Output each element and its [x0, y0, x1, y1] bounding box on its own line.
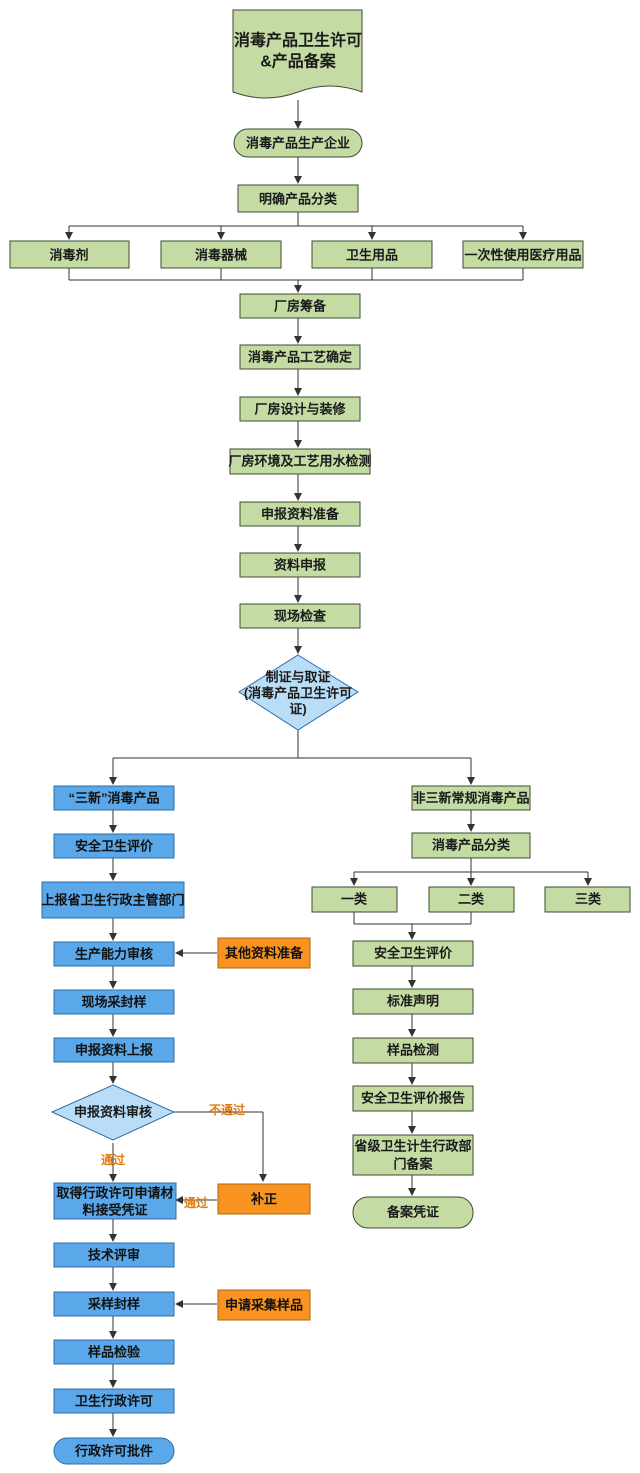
left-step: 技术评审: [53, 1242, 175, 1268]
main-step: 厂房筹备: [239, 293, 361, 319]
other-docs-node: 其他资料准备: [217, 937, 311, 969]
title-line-1: 消毒产品卫生许可: [234, 31, 362, 50]
connectors: [65, 100, 592, 1437]
main-step: 现场检查: [239, 603, 361, 629]
left-branch-head: “三新”消毒产品: [53, 785, 175, 811]
main-step: 申报资料准备: [239, 501, 361, 527]
svg-text:消毒产品工艺确定: 消毒产品工艺确定: [248, 350, 352, 365]
svg-text:其他资料准备: 其他资料准备: [225, 946, 304, 961]
label-fail: 不通过: [209, 1102, 245, 1117]
svg-text:省级卫生计生行政部: 省级卫生计生行政部: [353, 1139, 471, 1154]
right-branch-head: 非三新常规消毒产品: [411, 785, 531, 811]
accept-node: 取得行政许可申请材 料接受凭证: [53, 1182, 177, 1220]
left-step: 安全卫生评价: [53, 833, 175, 859]
class-node: 二类: [428, 886, 515, 913]
decision-node: 制证与取证 (消毒产品卫生许可 证): [238, 654, 359, 731]
right-step: 安全卫生评价: [352, 940, 474, 967]
left-step: 上报省卫生行政主管部门: [41, 881, 185, 919]
svg-text:安全卫生评价报告: 安全卫生评价报告: [361, 1091, 465, 1106]
category-node: 消毒器械: [160, 240, 282, 269]
svg-text:采样封样: 采样封样: [87, 1297, 140, 1312]
sample-request-node: 申请采集样品: [217, 1289, 311, 1321]
right-step: 样品检测: [352, 1037, 474, 1064]
svg-text:卫生行政许可: 卫生行政许可: [75, 1394, 153, 1409]
svg-text:(消毒产品卫生许可: (消毒产品卫生许可: [244, 686, 352, 701]
main-step: 厂房环境及工艺用水检测: [228, 448, 372, 475]
title-line-2: &产品备案: [260, 52, 337, 71]
left-end-node: 行政许可批件: [53, 1437, 175, 1465]
label-pass-2: 通过: [184, 1195, 208, 1210]
svg-text:三类: 三类: [575, 892, 602, 907]
svg-text:厂房筹备: 厂房筹备: [274, 299, 327, 314]
svg-text:行政许可批件: 行政许可批件: [74, 1444, 153, 1459]
svg-text:明确产品分类: 明确产品分类: [259, 192, 338, 207]
class-node: 一类: [311, 886, 398, 913]
main-step: 消毒产品工艺确定: [239, 344, 361, 370]
main-step: 厂房设计与装修: [239, 396, 361, 422]
svg-text:证): 证): [289, 702, 306, 717]
svg-text:“三新”消毒产品: “三新”消毒产品: [68, 791, 159, 806]
svg-text:非三新常规消毒产品: 非三新常规消毒产品: [412, 791, 529, 806]
svg-text:卫生用品: 卫生用品: [346, 248, 398, 263]
right-end-node: 备案凭证: [352, 1196, 474, 1229]
svg-text:标准声明: 标准声明: [386, 994, 439, 1009]
left-step: 卫生行政许可: [53, 1388, 175, 1414]
svg-text:样品检验: 样品检验: [88, 1345, 141, 1360]
svg-text:申报资料上报: 申报资料上报: [75, 1043, 154, 1058]
category-node: 一次性使用医疗用品: [462, 240, 584, 269]
svg-text:安全卫生评价: 安全卫生评价: [374, 946, 453, 961]
category-node: 消毒剂: [9, 240, 130, 269]
svg-text:申报资料审核: 申报资料审核: [74, 1105, 152, 1120]
svg-text:消毒产品生产企业: 消毒产品生产企业: [246, 136, 350, 151]
svg-text:生产能力审核: 生产能力审核: [75, 947, 153, 962]
svg-text:上报省卫生行政主管部门: 上报省卫生行政主管部门: [41, 893, 184, 908]
svg-text:现场采封样: 现场采封样: [81, 995, 146, 1010]
right-classify-node: 消毒产品分类: [411, 832, 531, 859]
svg-text:申报资料准备: 申报资料准备: [261, 507, 340, 522]
review-decision: 申报资料审核: [50, 1084, 176, 1141]
svg-text:二类: 二类: [458, 892, 485, 907]
svg-text:技术评审: 技术评审: [88, 1248, 140, 1263]
right-step: 安全卫生评价报告: [352, 1085, 474, 1112]
svg-text:申请采集样品: 申请采集样品: [225, 1298, 303, 1313]
left-step: 现场采封样: [53, 989, 175, 1015]
label-pass: 通过: [101, 1152, 125, 1167]
svg-text:补正: 补正: [250, 1192, 277, 1207]
left-step: 生产能力审核: [53, 941, 175, 967]
svg-text:取得行政许可申请材: 取得行政许可申请材: [56, 1186, 173, 1201]
svg-text:一次性使用医疗用品: 一次性使用医疗用品: [464, 248, 581, 263]
svg-text:厂房设计与装修: 厂房设计与装修: [254, 402, 346, 417]
svg-text:安全卫生评价: 安全卫生评价: [75, 839, 154, 854]
svg-text:资料申报: 资料申报: [274, 558, 327, 573]
class-node: 三类: [544, 886, 631, 913]
category-node: 卫生用品: [311, 240, 433, 269]
svg-text:备案凭证: 备案凭证: [386, 1205, 439, 1220]
right-step: 标准声明: [352, 988, 474, 1015]
svg-text:消毒产品分类: 消毒产品分类: [432, 838, 511, 853]
left-step: 申报资料上报: [53, 1037, 175, 1063]
left-step: 样品检验: [53, 1339, 175, 1365]
classify-node: 明确产品分类: [237, 184, 359, 213]
svg-text:消毒器械: 消毒器械: [195, 248, 247, 263]
svg-text:门备案: 门备案: [393, 1157, 433, 1172]
left-step: 采样封样: [53, 1291, 175, 1317]
svg-text:料接受凭证: 料接受凭证: [82, 1203, 147, 1218]
svg-text:消毒剂: 消毒剂: [49, 248, 88, 263]
record-node: 省级卫生计生行政部 门备案: [352, 1134, 474, 1176]
fix-node: 补正: [217, 1183, 311, 1215]
main-step: 资料申报: [239, 552, 361, 578]
svg-text:一类: 一类: [341, 892, 368, 907]
svg-text:厂房环境及工艺用水检测: 厂房环境及工艺用水检测: [228, 454, 371, 469]
svg-text:样品检测: 样品检测: [387, 1043, 439, 1058]
start-node: 消毒产品生产企业: [233, 128, 363, 158]
svg-text:现场检查: 现场检查: [274, 609, 327, 624]
title-node: 消毒产品卫生许可 &产品备案: [232, 9, 363, 99]
svg-text:制证与取证: 制证与取证: [265, 670, 330, 685]
